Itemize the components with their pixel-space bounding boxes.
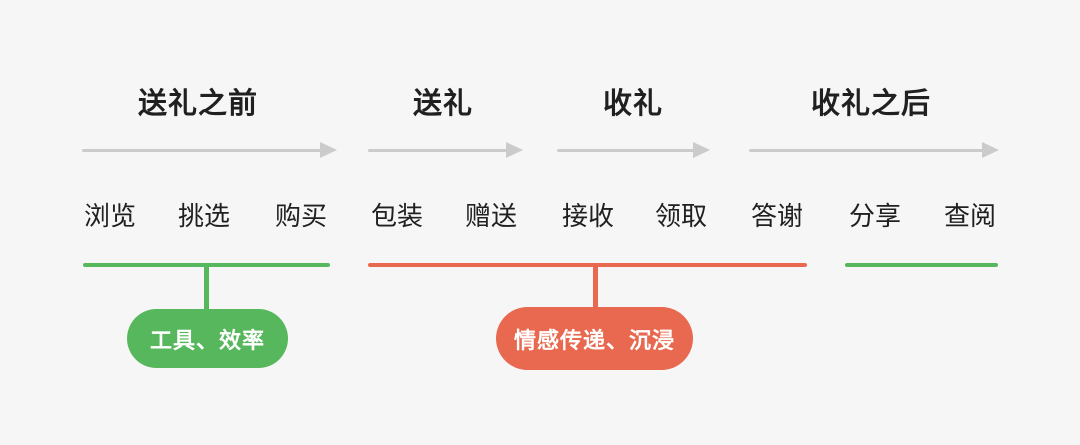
arrow-right-icon [368, 142, 523, 158]
step-review: 查阅 [943, 202, 996, 232]
annotation-label: 情感传递、沉浸 [513, 328, 675, 354]
step-select: 挑选 [177, 202, 230, 232]
arrow-head [693, 142, 710, 158]
arrow-right-icon [749, 142, 999, 158]
phase-header-receiving: 收礼 [602, 86, 663, 120]
phase-header-after-receiving: 收礼之后 [810, 86, 931, 120]
arrow-shaft [557, 148, 696, 152]
step-wrap: 包装 [370, 202, 423, 232]
arrow-shaft [368, 148, 509, 152]
step-share: 分享 [848, 202, 901, 232]
step-browse: 浏览 [83, 202, 136, 232]
phase-header-before-gifting: 送礼之前 [137, 86, 258, 120]
arrow-shaft [82, 148, 323, 152]
phase-header-gifting: 送礼 [412, 86, 473, 120]
step-give: 赠送 [464, 202, 517, 232]
step-thank: 答谢 [750, 202, 803, 232]
underline-emotion-range [368, 263, 807, 267]
annotation-pill-tools-efficiency: 工具、效率 [127, 309, 288, 368]
step-receive: 接收 [561, 202, 614, 232]
connector-tools [204, 263, 209, 311]
arrow-head [320, 142, 337, 158]
arrow-head [506, 142, 523, 158]
annotation-pill-emotion-immersion: 情感传递、沉浸 [496, 307, 693, 370]
step-claim: 领取 [654, 202, 707, 232]
underline-share-range [845, 263, 998, 267]
step-buy: 购买 [274, 202, 327, 232]
arrow-right-icon [557, 142, 710, 158]
arrow-right-icon [82, 142, 337, 158]
annotation-label: 工具、效率 [149, 328, 265, 354]
connector-emotion [593, 263, 598, 309]
arrow-head [982, 142, 999, 158]
arrow-shaft [749, 148, 985, 152]
